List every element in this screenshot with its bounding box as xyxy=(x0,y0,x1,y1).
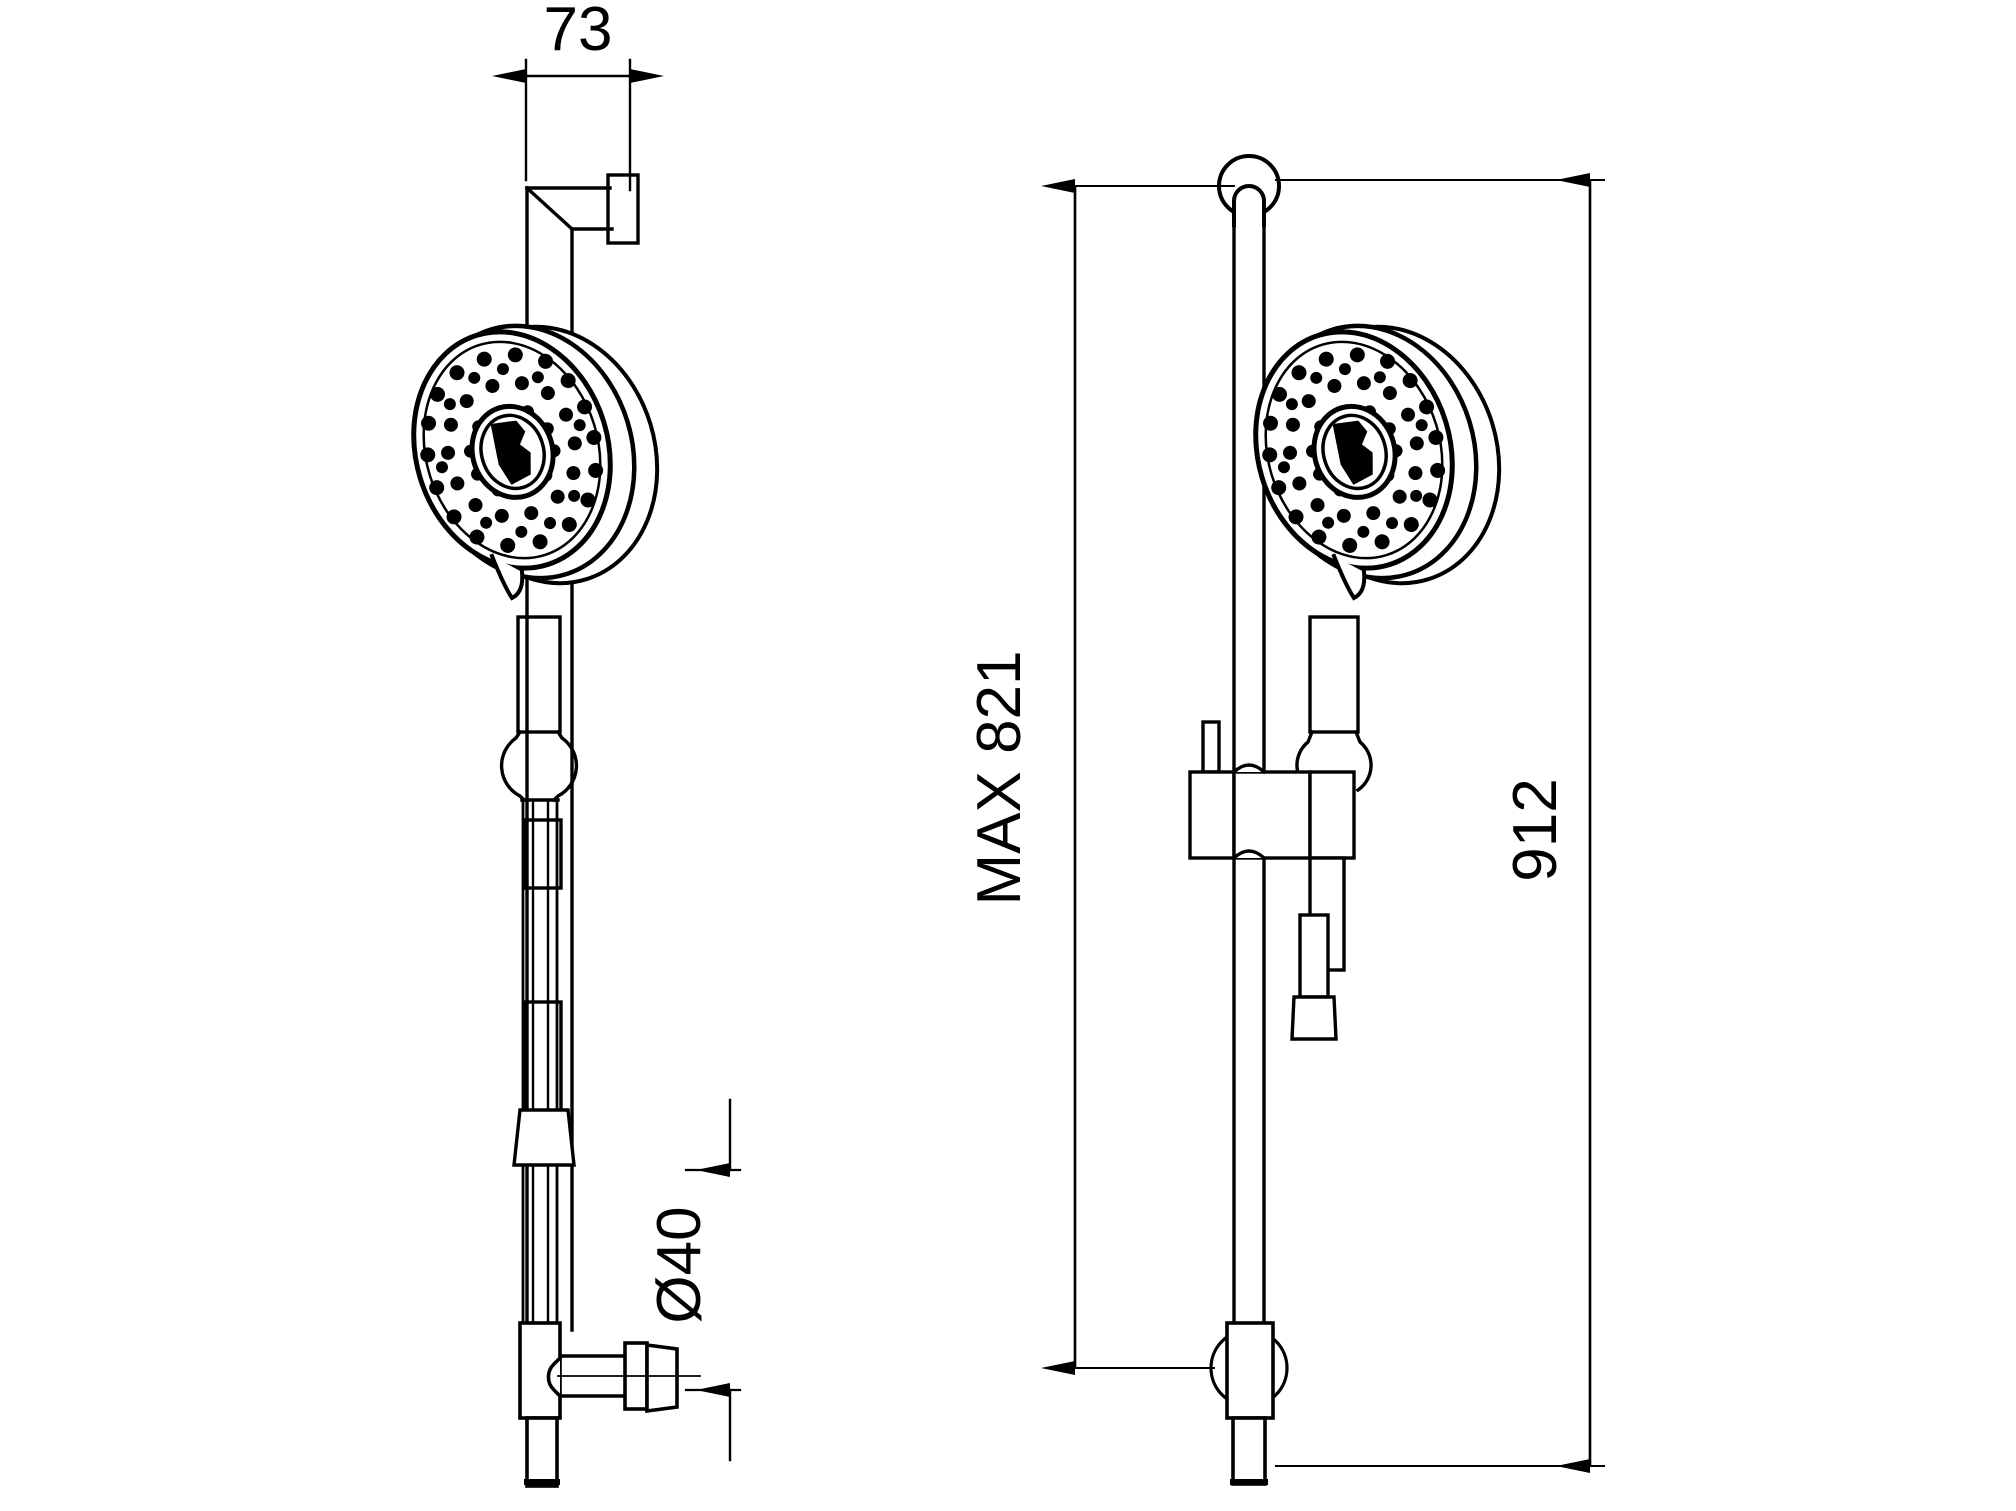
head-center-glyph-front xyxy=(1332,420,1373,485)
handle-swivel-right xyxy=(551,729,579,803)
slider-bracket-side xyxy=(523,818,563,890)
slider-rod-bulge-bottom xyxy=(1231,849,1267,861)
handle-grip-front xyxy=(1308,615,1360,734)
head-nozzle-field xyxy=(420,347,604,553)
head-center-boss xyxy=(469,403,556,500)
top-arm-chamfer xyxy=(524,185,575,232)
dimension-diameter-40 xyxy=(684,1098,742,1462)
top-rod-rounded-end xyxy=(1232,184,1266,227)
dimension-max-821 xyxy=(1041,179,1235,1375)
bottom-wall-cover xyxy=(645,1342,679,1414)
handle-swivel-left xyxy=(499,729,527,803)
handle-grip-side xyxy=(516,615,562,734)
slider-rod-bulge-top xyxy=(1231,763,1267,775)
bottom-rod-stub xyxy=(525,1416,559,1488)
shower-head-front xyxy=(1253,323,1502,601)
bottom-rod-stub-front xyxy=(1231,1416,1267,1486)
dim-d40-label: Ø40 xyxy=(645,1206,714,1323)
dimension-912 xyxy=(1275,173,1605,1473)
head-center-boss-front xyxy=(1311,403,1398,500)
dim-821-label: MAX 821 xyxy=(965,650,1034,905)
slider-clamp-body xyxy=(1232,770,1312,860)
head-center-glyph xyxy=(490,420,531,485)
hose-connector-front xyxy=(1290,913,1338,1041)
head-bottom-lug-front xyxy=(1331,553,1367,601)
side-view-group: Ø40 xyxy=(411,58,742,1488)
top-wall-plate xyxy=(606,173,640,245)
front-view-group xyxy=(1188,154,1502,1486)
head-bottom-lug xyxy=(489,553,525,601)
bottom-bracket-side xyxy=(518,1321,701,1488)
shower-head-side xyxy=(411,323,660,601)
dim-912-label: 912 xyxy=(1501,778,1570,881)
dimension-73 xyxy=(492,58,664,192)
dim-73-label: 73 xyxy=(544,0,613,64)
hose-connector-cone xyxy=(1290,995,1338,1041)
bottom-arm-fillet xyxy=(546,1355,563,1399)
bottom-bracket-front xyxy=(1209,1321,1289,1486)
hose-connector-neck xyxy=(1298,913,1330,999)
hose-connector-side xyxy=(512,1108,576,1167)
slider-cradle-right xyxy=(1308,770,1356,860)
handle-neck-right xyxy=(1353,729,1373,793)
handle-and-hose-side xyxy=(499,615,579,1332)
slider-lock-lever xyxy=(1201,720,1221,774)
slider-wing-left xyxy=(1188,770,1236,860)
handle-front xyxy=(1295,615,1373,793)
bottom-bracket-body-front xyxy=(1225,1321,1275,1420)
